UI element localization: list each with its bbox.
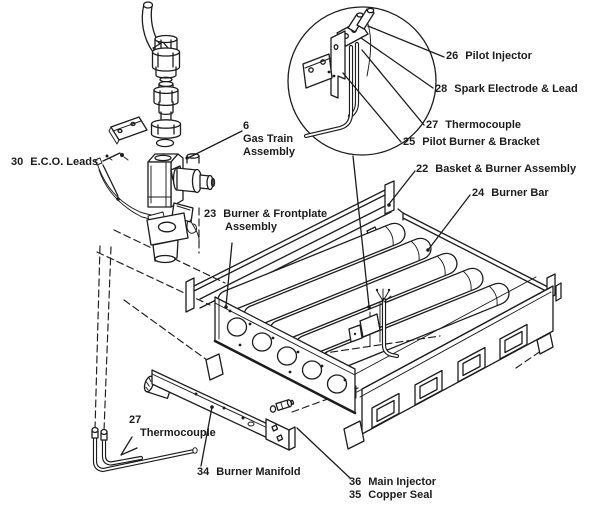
leader-30a [102,152,121,162]
part-name: Thermocouple [445,119,522,131]
callout-pilot-injector: 26 Pilot Injector [446,50,532,63]
part-number: 30 [11,156,24,168]
callout-burner-bar: 24 Burner Bar [472,187,549,200]
leader-22 [388,170,416,205]
part-number: 28 [435,83,448,95]
copper-seal-part [269,405,277,413]
part-number: 27 [426,119,439,131]
valve-outlet-flange [146,212,189,264]
main-injector-part [275,399,295,411]
leader-26 [367,25,445,58]
pilot-bracket-part [302,53,336,89]
callout-gas-train-assembly: 6 Gas Train Assembly [243,120,295,160]
part-number: 34 [197,466,210,478]
part-name: Burner & Frontplate [223,208,328,220]
part-name: Thermocouple [140,427,216,440]
part-name: Pilot Injector [465,50,532,62]
leader-24 [427,194,471,251]
part-number: 26 [446,50,459,62]
leader-25 [342,72,402,143]
part-number: 25 [403,136,416,148]
part-number: 22 [416,163,429,175]
valve-bracket-plate [108,116,148,145]
callout-spark-electrode-lead: 28 Spark Electrode & Lead [435,83,578,96]
part-name: Assembly [243,146,295,159]
part-name: Basket & Burner Assembly [435,163,577,175]
callout-main-injector-copper-seal: 36 Main Injector 35 Copper Seal [349,476,436,502]
part-name: Pilot Burner & Bracket [422,136,540,148]
vented-side-panel [355,285,554,435]
part-number: 23 [204,208,217,220]
burner-frontplate [213,296,357,415]
vent-slots [371,323,528,429]
part-number: 35 [349,489,362,502]
part-name: Main Injector [368,476,437,488]
leader-lines [102,25,471,479]
spark-electrode-part [356,8,375,30]
callout-burner-manifold: 34 Burner Manifold [197,466,301,479]
leader-28 [360,37,434,89]
gas-train-assembly-drawing [94,1,216,264]
part-name: Copper Seal [368,489,433,502]
burner-manifold-drawing [143,369,296,451]
leader-detail-circle [352,155,370,307]
burner-bars [217,222,510,373]
leader-23 [225,242,233,307]
callout-thermocouple-detail: 27 Thermocouple [426,119,521,132]
pilot-burner-in-tray [348,288,400,359]
callout-eco-leads: 30 E.C.O. Leads [11,156,98,169]
part-name: Spark Electrode & Lead [454,83,578,95]
leader-36-35 [296,427,351,479]
part-name: Assembly [225,221,277,234]
leader-6 [187,130,243,159]
part-name: Gas Train [243,133,294,146]
back-rail [185,180,395,313]
pilot-detail-circle [287,6,437,156]
callout-burner-frontplate-assembly: 23 Burner & Frontplate Assembly [204,208,327,234]
part-name: E.C.O. Leads [30,156,99,168]
part-number: 6 [243,120,250,132]
thermocouple-drawing [91,426,198,473]
valve-solenoid [170,165,216,194]
part-name: Burner Manifold [216,466,301,478]
callout-thermocouple-main: 27 Thermocouple [126,414,216,440]
part-number: 36 [349,476,362,488]
part-name: Burner Bar [491,187,549,199]
leader-30b [102,164,119,197]
leader-27-detail [361,49,425,126]
part-number: 24 [472,187,485,199]
callout-pilot-burner-bracket: 25 Pilot Burner & Bracket [403,136,540,149]
valve-o-ring [155,138,175,148]
leader-34 [200,406,213,467]
leader-27-main [120,436,138,456]
basket-burner-assembly-drawing [185,180,562,450]
callout-basket-burner-assembly: 22 Basket & Burner Assembly [416,163,576,176]
part-number: 27 [129,414,142,426]
manifold-end-bracket [265,418,296,451]
